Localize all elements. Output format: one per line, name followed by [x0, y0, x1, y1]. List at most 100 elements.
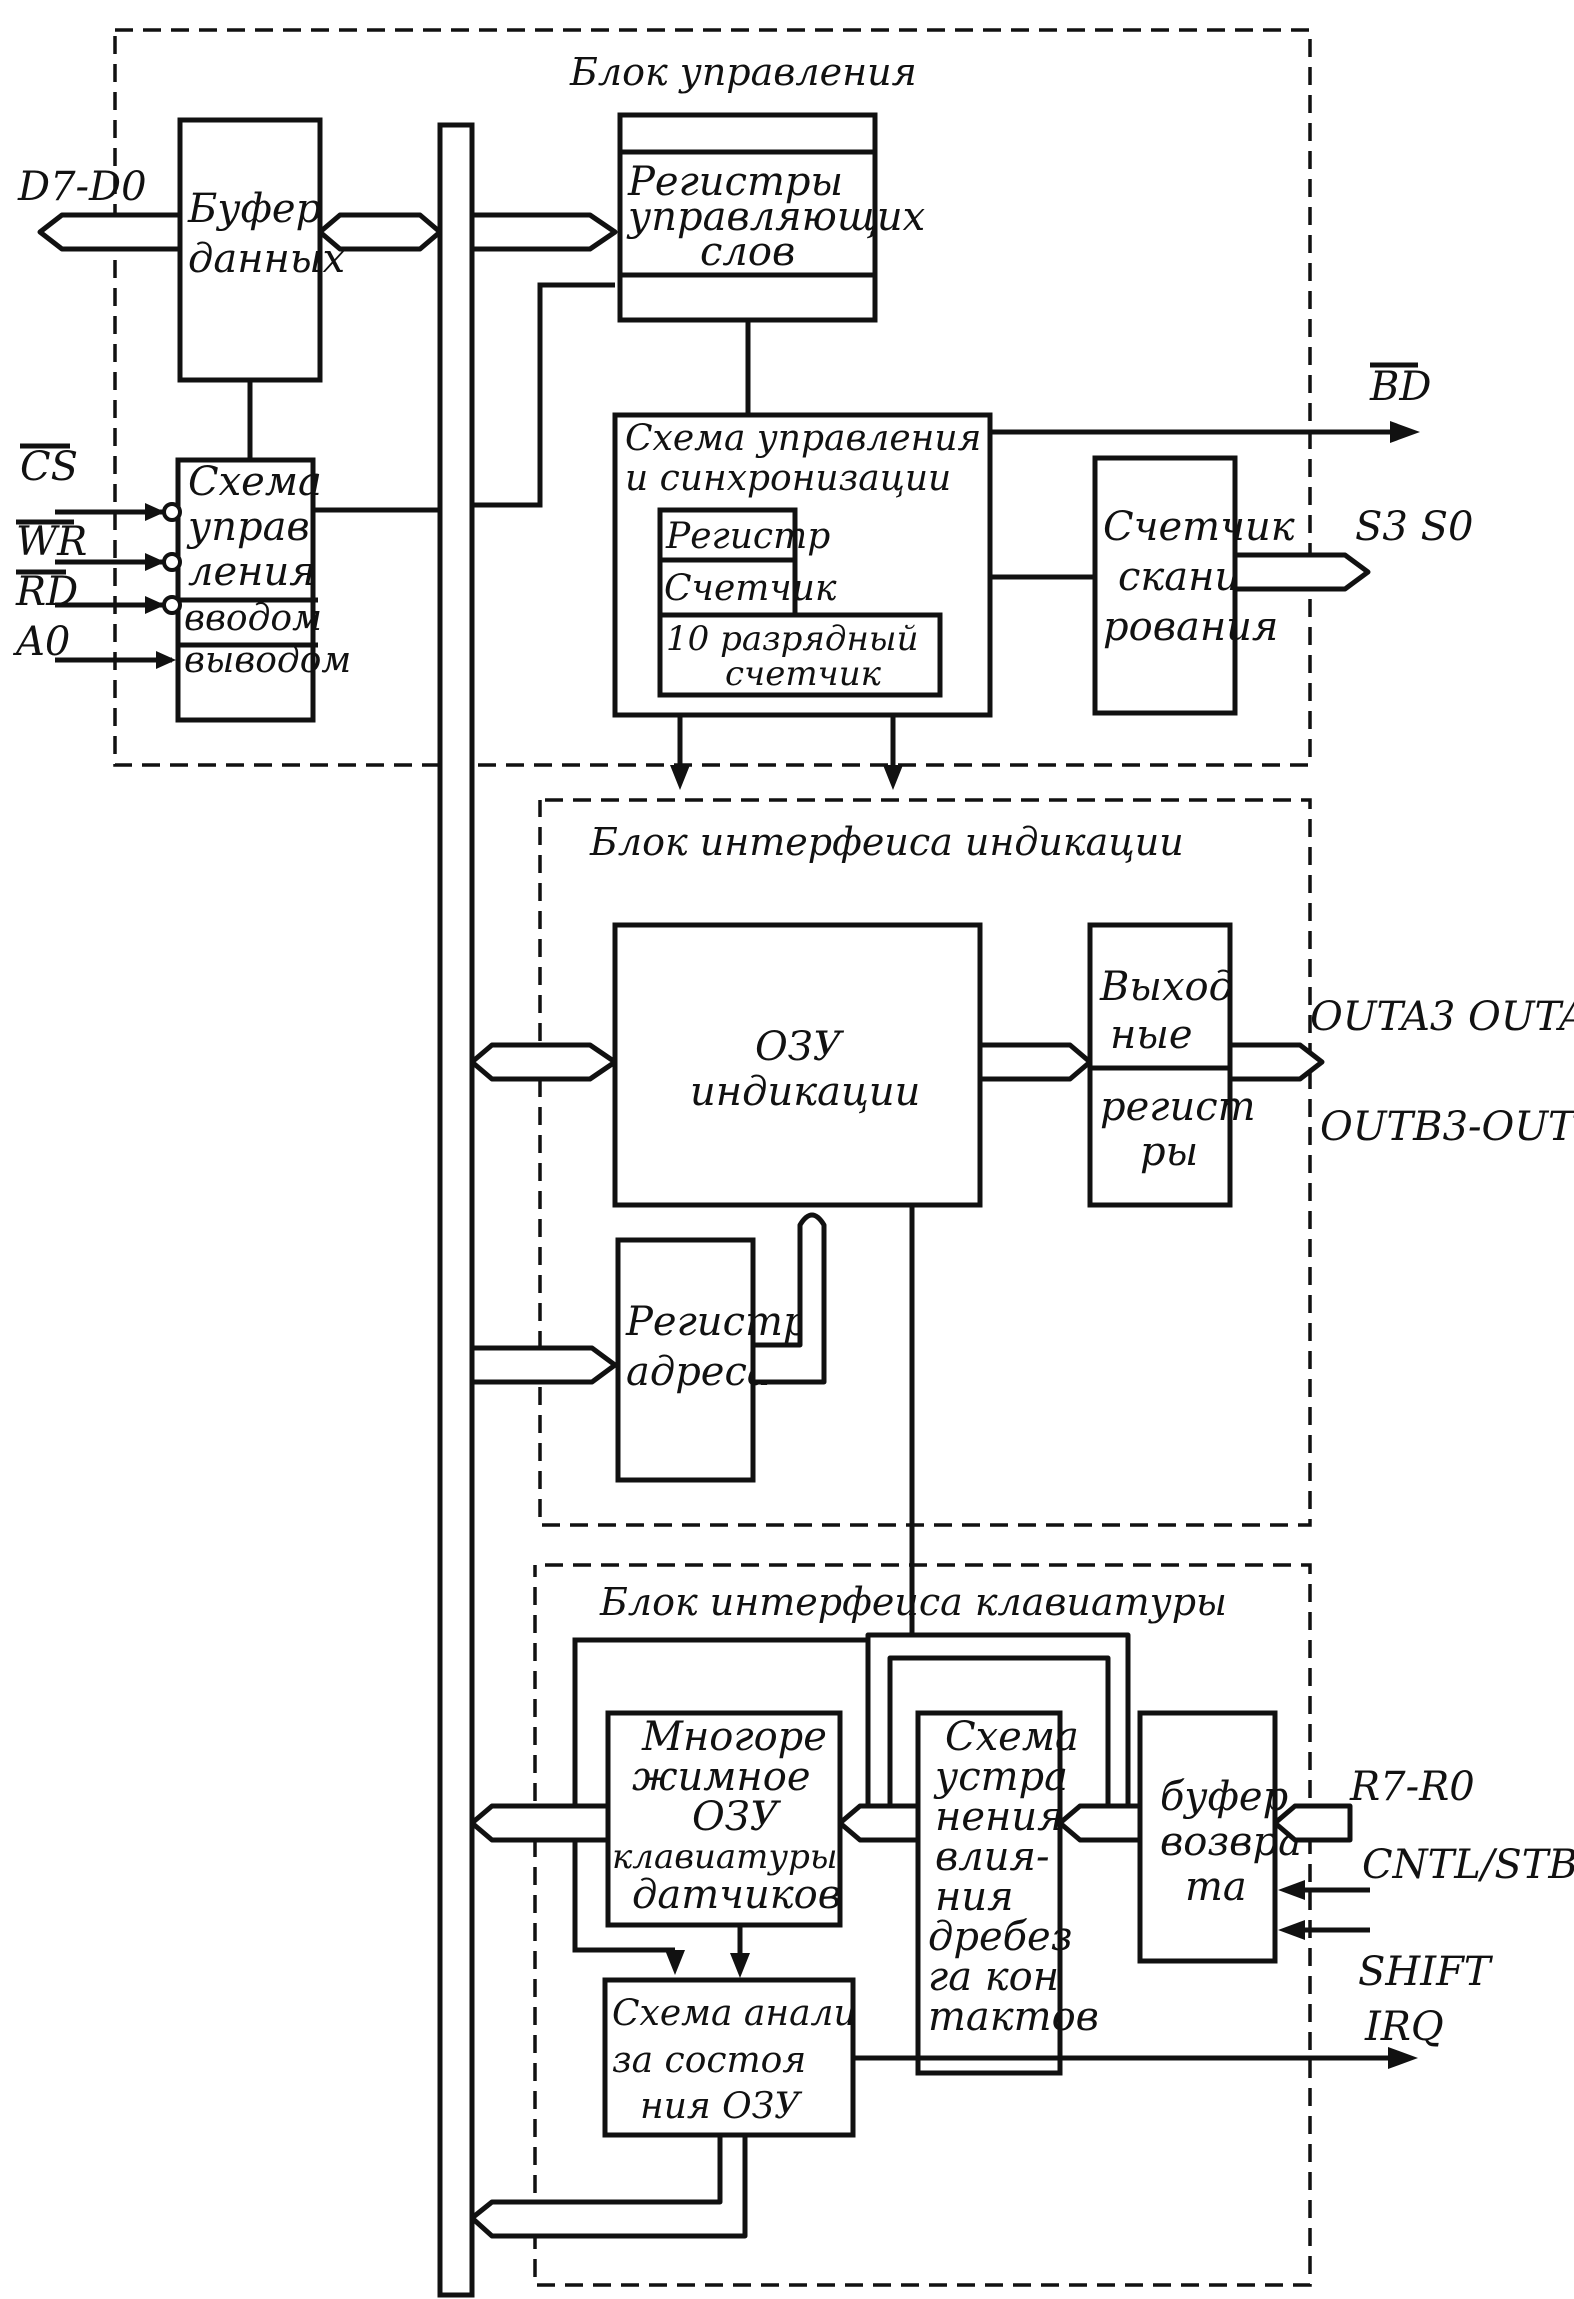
rd-inversion: [162, 595, 182, 615]
cntl-stb-arrow: [1278, 1880, 1305, 1900]
scan-counter-label-2: скани: [1118, 554, 1240, 600]
bus-sync-wire: [472, 282, 615, 508]
ctl-display-arrow-1: [670, 765, 690, 790]
rd-signal: RD: [15, 569, 78, 615]
internal-bus: [437, 122, 475, 2298]
a0-arrow: [156, 651, 176, 669]
keyboard-ram-label-2: жимное: [632, 1754, 811, 1800]
debounce-label-7: га кон: [928, 1954, 1059, 2000]
io-control-box: [175, 457, 316, 723]
debounce-label-8: тактов: [928, 1994, 1099, 2040]
display-ram-to-output: [977, 1042, 1093, 1082]
output-bus: [1227, 1042, 1325, 1082]
wr-inversion: [162, 552, 182, 572]
data-buffer-label-2: данных: [188, 236, 345, 282]
cs-signal: CS: [20, 444, 78, 490]
bus-to-display-ram: [469, 1042, 618, 1082]
cs-inversion: [162, 502, 182, 522]
counter-label: Счетчик: [664, 568, 837, 609]
rd-arrow: [145, 596, 165, 614]
output-registers-label-3: регист: [1100, 1084, 1256, 1130]
debounce-label-2: устра: [933, 1754, 1068, 1800]
address-to-display-ram: [750, 1212, 827, 1385]
bd-arrow: [1390, 421, 1420, 443]
irq-arrow: [1388, 2047, 1418, 2069]
debounce-label-4: влия-: [935, 1834, 1050, 1880]
return-buffer-label-1: буфер: [1160, 1774, 1288, 1820]
irq-signal: IRQ: [1364, 2004, 1444, 2050]
display-keyboard-wire: [572, 1205, 915, 1953]
scan-counter-box: [1092, 455, 1238, 716]
display-interface-block-title: Блок интерфеиса индикации: [589, 820, 1184, 864]
control-word-registers-box: [617, 112, 878, 323]
scan-signal: S3 S0: [1355, 504, 1473, 550]
scan-counter-label-1: Счетчик: [1103, 504, 1295, 550]
analysis-label-3: ния ОЗУ: [640, 2086, 803, 2127]
output-registers-label-4: ры: [1140, 1129, 1198, 1175]
return-lines-bus: [1272, 1803, 1353, 1843]
debounce-box: [915, 1710, 1063, 2076]
return-buffer-label-3: та: [1185, 1864, 1247, 1910]
analysis-label-2: за состоя: [612, 2040, 806, 2081]
keyboard-ram-label-4: клавиатуры: [612, 1837, 838, 1877]
display-ram-label-2: индикации: [690, 1069, 920, 1115]
bus-to-address-register: [469, 1345, 618, 1385]
keyboard-ram-label-3: ОЗУ: [692, 1794, 782, 1840]
debounce-label-3: нения: [935, 1794, 1064, 1840]
data-buffer-label-1: Буфер: [187, 186, 321, 232]
output-registers-label-2: ные: [1110, 1012, 1193, 1058]
debounce-to-keyboard-ram: [837, 1803, 921, 1843]
counter-10bit-box: [657, 612, 943, 698]
address-register-label-1: Регистр: [625, 1299, 809, 1345]
data-bus-signal: D7-D0: [17, 164, 147, 210]
display-interface-block-frame: [538, 798, 1312, 1527]
debounce-label-5: ния: [935, 1874, 1014, 1920]
control-block-title: Блок управления: [569, 50, 917, 94]
bd-signal: BD: [1369, 364, 1431, 410]
keyboard-ram-to-bus: [469, 1803, 611, 1843]
out-a-signal: OUTA3 OUTA0: [1310, 994, 1574, 1040]
keyboard-ram-label-5: датчиков: [632, 1872, 841, 1918]
counter-10bit-label-1: 10 разрядный: [666, 619, 918, 659]
wr-arrow: [145, 553, 165, 571]
analysis-arrow-left: [665, 1950, 685, 1975]
cs-arrow: [145, 503, 165, 521]
buffer-to-bus: [317, 212, 443, 252]
control-sync-label-1: Схема управления: [625, 418, 981, 459]
cwr-label-1: Регистры: [627, 159, 843, 205]
analysis-to-bus: [469, 2132, 748, 2239]
counter-10bit-label-2: счетчик: [725, 654, 882, 694]
cntl-stb-signal: CNTL/STB: [1362, 1842, 1574, 1888]
wr-signal: WR: [16, 519, 87, 565]
output-registers-label-1: Выход: [1099, 964, 1234, 1010]
control-sync-label-2: и синхронизации: [625, 458, 951, 499]
io-control-label-4: вводом: [184, 598, 322, 639]
shift-arrow: [1278, 1920, 1305, 1940]
keyboard-ram-box: [605, 1710, 843, 1928]
bus-to-cwr: [469, 212, 618, 252]
scan-counter-label-3: рования: [1103, 604, 1278, 650]
external-data-bus: [37, 212, 183, 252]
return-lines-signal: R7-R0: [1349, 1764, 1475, 1810]
shift-signal: SHIFT: [1358, 1949, 1494, 1995]
a0-signal: A0: [12, 619, 70, 665]
analysis-arrow-right: [730, 1953, 750, 1978]
control-block-frame: [113, 28, 1312, 767]
keyboard-ram-label-1: Многоре: [641, 1714, 827, 1760]
register-label: Регистр: [665, 516, 830, 557]
display-ram-box: [612, 922, 983, 1208]
cwr-label-2: управляющих: [626, 194, 925, 240]
analysis-label-1: Схема анали: [612, 1993, 857, 2034]
address-register-label-2: адреса: [626, 1349, 771, 1395]
debounce-label-1: Схема: [945, 1714, 1079, 1760]
output-registers-box: [1087, 922, 1233, 1208]
debounce-label-6: дребез: [928, 1914, 1073, 1960]
out-b-signal: OUTB3-OUTB0: [1320, 1104, 1574, 1150]
io-control-label-3: ления: [188, 549, 316, 595]
ctl-display-arrow-2: [883, 765, 903, 790]
display-ram-label-1: ОЗУ: [755, 1024, 845, 1070]
return-buffer-to-debounce: [1057, 1803, 1143, 1843]
io-control-label-1: Схема: [188, 459, 322, 505]
scan-output-bus: [1232, 552, 1371, 592]
